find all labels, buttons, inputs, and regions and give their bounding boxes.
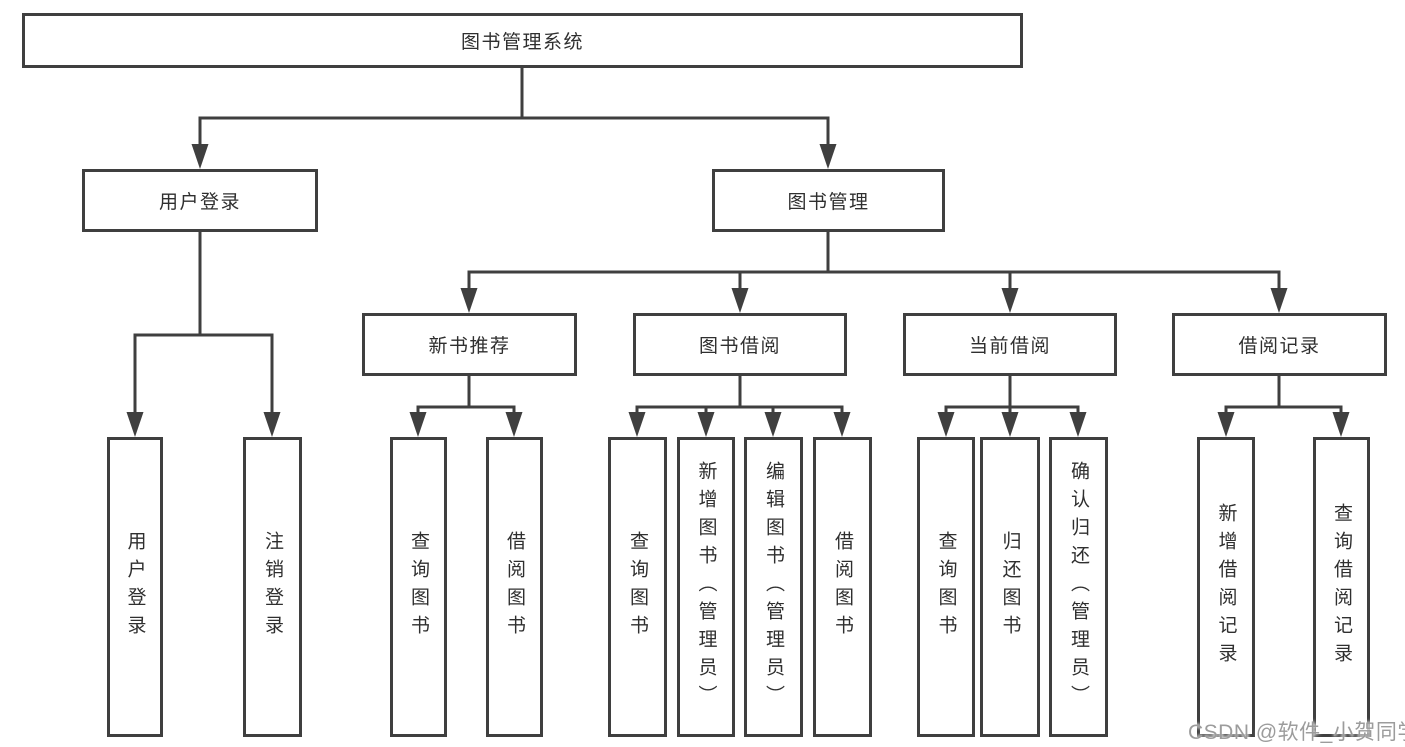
csdn-watermark: CSDN @软件_小贺同学	[1188, 721, 1405, 744]
leaf-borrow-book: 借阅图书	[813, 437, 872, 737]
leaf-confirm-return-admin: 确认归还（管理员）	[1049, 437, 1108, 737]
node-new-book-recommend: 新书推荐	[362, 313, 577, 376]
node-book-borrow: 图书借阅	[633, 313, 847, 376]
leaf-borrow-book-recommend: 借阅图书	[486, 437, 543, 737]
leaf-query-book-recommend: 查询图书	[390, 437, 447, 737]
leaf-user-login: 用户登录	[107, 437, 163, 737]
leaf-logout-login: 注销登录	[243, 437, 302, 737]
node-user-login: 用户登录	[82, 169, 318, 232]
node-root: 图书管理系统	[22, 13, 1023, 68]
leaf-add-book-admin: 新增图书（管理员）	[677, 437, 735, 737]
leaf-add-borrow-record: 新增借阅记录	[1197, 437, 1255, 737]
leaf-query-book-borrow: 查询图书	[608, 437, 667, 737]
leaf-return-book: 归还图书	[980, 437, 1040, 737]
leaf-query-book-current: 查询图书	[917, 437, 975, 737]
node-current-borrow: 当前借阅	[903, 313, 1117, 376]
leaf-edit-book-admin: 编辑图书（管理员）	[744, 437, 803, 737]
node-borrow-record: 借阅记录	[1172, 313, 1387, 376]
node-book-management: 图书管理	[712, 169, 945, 232]
leaf-query-borrow-record: 查询借阅记录	[1313, 437, 1370, 737]
